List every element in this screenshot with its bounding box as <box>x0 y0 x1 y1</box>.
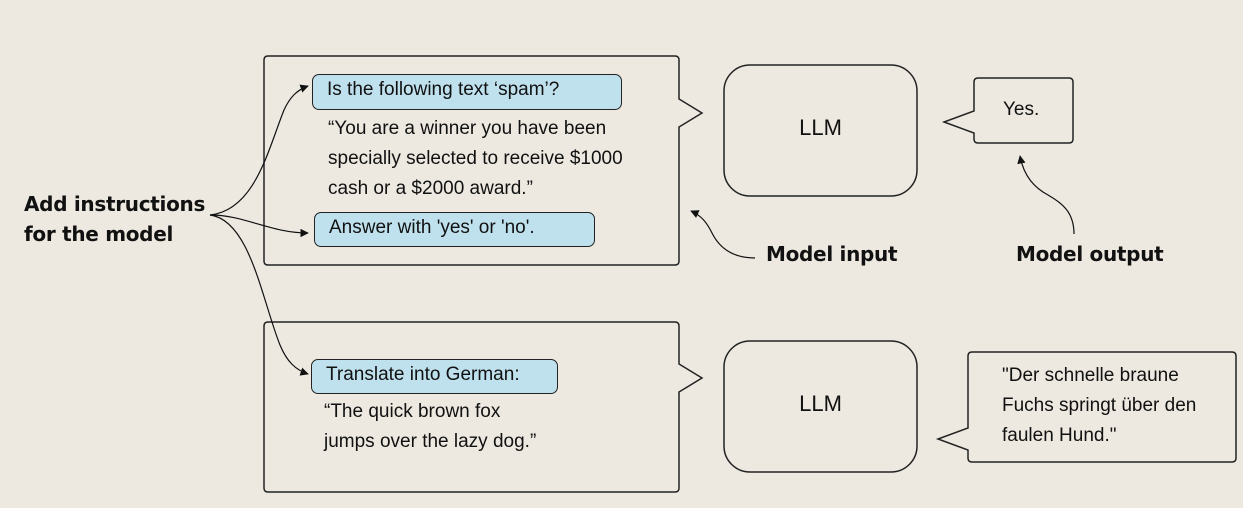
instruction-pill-1: Is the following text ‘spam’? <box>312 74 622 110</box>
output-text-2-line3: faulen Hund." <box>1002 425 1117 446</box>
example1-text-line2: specially selected to receive $1000 <box>328 148 623 169</box>
model-output-label: Model output <box>1016 242 1164 266</box>
arrow-to-instruction-1 <box>209 84 309 216</box>
left-label-line1: Add instructions <box>24 192 206 216</box>
llm-label-1: LLM <box>799 115 842 140</box>
prompt-box-1 <box>263 55 704 266</box>
llm-box-1 <box>723 64 918 197</box>
prompt-box-2 <box>263 321 704 493</box>
output-text-1: Yes. <box>1003 99 1040 120</box>
left-label-line2: for the model <box>24 222 174 246</box>
answer-instruction-pill: Answer with 'yes' or 'no'. <box>314 212 595 247</box>
example1-text-line3: cash or a $2000 award.” <box>328 178 533 199</box>
output-bubble-2 <box>935 351 1237 463</box>
arrow-to-instruction-2 <box>209 214 309 376</box>
output-text-2-line1: "Der schnelle braune <box>1002 365 1179 386</box>
arrow-model-input <box>690 210 756 259</box>
example1-text-line1: “You are a winner you have been <box>328 118 607 139</box>
llm-label-2: LLM <box>799 391 842 416</box>
arrow-model-output <box>1017 155 1075 235</box>
llm-box-2 <box>723 340 918 473</box>
example2-text-line1: “The quick brown fox <box>324 401 501 422</box>
model-input-label: Model input <box>766 242 898 266</box>
output-bubble-1 <box>941 77 1074 144</box>
output-text-2-line2: Fuchs springt über den <box>1002 395 1197 416</box>
example2-text-line2: jumps over the lazy dog.” <box>324 431 537 452</box>
arrow-to-answer-instruction <box>209 214 309 238</box>
instruction-pill-2: Translate into German: <box>311 359 558 394</box>
